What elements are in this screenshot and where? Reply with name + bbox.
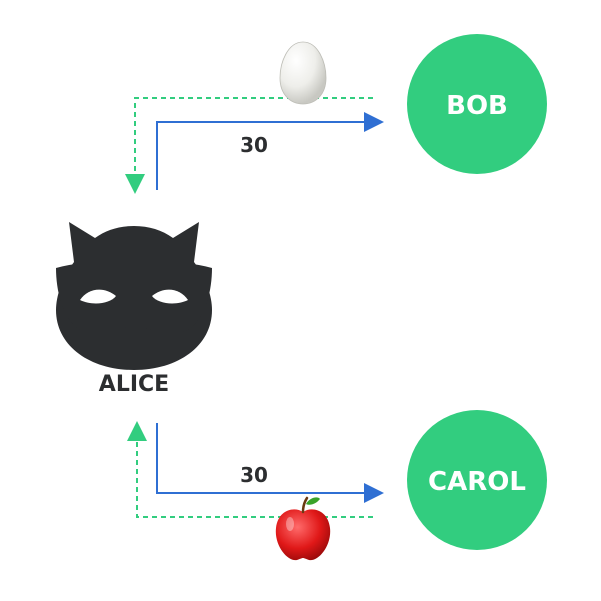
apple-icon xyxy=(275,496,331,561)
carol-label: CAROL xyxy=(428,467,526,497)
masked-cat-icon xyxy=(56,222,212,370)
bob-label: BOB xyxy=(446,91,508,121)
edge-bob-to-alice-return xyxy=(125,97,373,194)
edge-carol-to-alice-return xyxy=(127,421,373,518)
edge-alice-to-bob: 30 xyxy=(156,112,384,190)
bob-circle xyxy=(407,34,547,174)
edge-alice-to-carol: 30 xyxy=(156,423,384,503)
forward-arrow-bottom xyxy=(156,423,384,503)
edge-label-alice-carol: 30 xyxy=(240,463,268,487)
forward-arrow-top xyxy=(156,112,384,190)
alice-label: ALICE xyxy=(99,372,169,397)
node-carol: CAROL xyxy=(407,410,547,550)
return-arrow-bottom xyxy=(127,421,373,518)
node-bob: BOB xyxy=(407,34,547,174)
return-arrow-top xyxy=(125,97,373,194)
edge-label-alice-bob: 30 xyxy=(240,133,268,157)
carol-circle xyxy=(407,410,547,550)
egg-icon xyxy=(279,41,327,105)
